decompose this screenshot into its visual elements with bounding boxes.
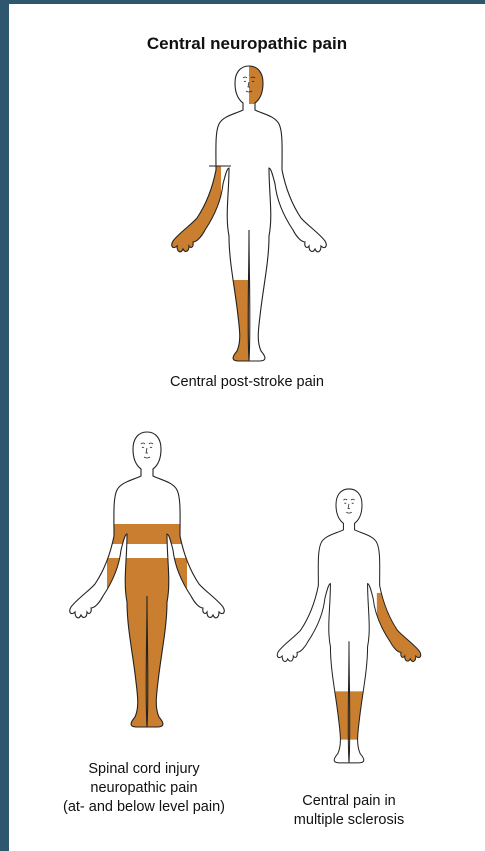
sci-body-figure: [47, 428, 247, 738]
ms-legs-pain-area: [329, 691, 370, 739]
stroke-caption: Central post-stroke pain: [9, 373, 485, 392]
sci-at-level-pain-band: [107, 524, 187, 544]
stroke-caption-line: Central post-stroke pain: [9, 373, 485, 392]
sci-caption-line-2: neuropathic pain: [9, 779, 279, 798]
ms-body-figure: [259, 482, 439, 782]
ms-caption-line-1: Central pain in: [274, 792, 424, 811]
sci-caption: Spinal cord injury neuropathic pain (at-…: [9, 760, 279, 817]
figure-title: Central neuropathic pain: [9, 34, 485, 54]
ms-arm-pain-area: [377, 593, 435, 667]
sci-caption-line-1: Spinal cord injury: [9, 760, 279, 779]
stroke-body-figure: [149, 62, 349, 372]
sci-caption-line-3: (at- and below level pain): [9, 798, 279, 817]
ms-caption-line-2: multiple sclerosis: [274, 811, 424, 830]
stroke-face-pain-area: [249, 62, 269, 104]
ms-caption: Central pain in multiple sclerosis: [274, 792, 424, 830]
figure-panel: Central neuropathic pain Central post-st…: [9, 4, 485, 851]
stroke-leg-pain-area: [219, 280, 249, 370]
